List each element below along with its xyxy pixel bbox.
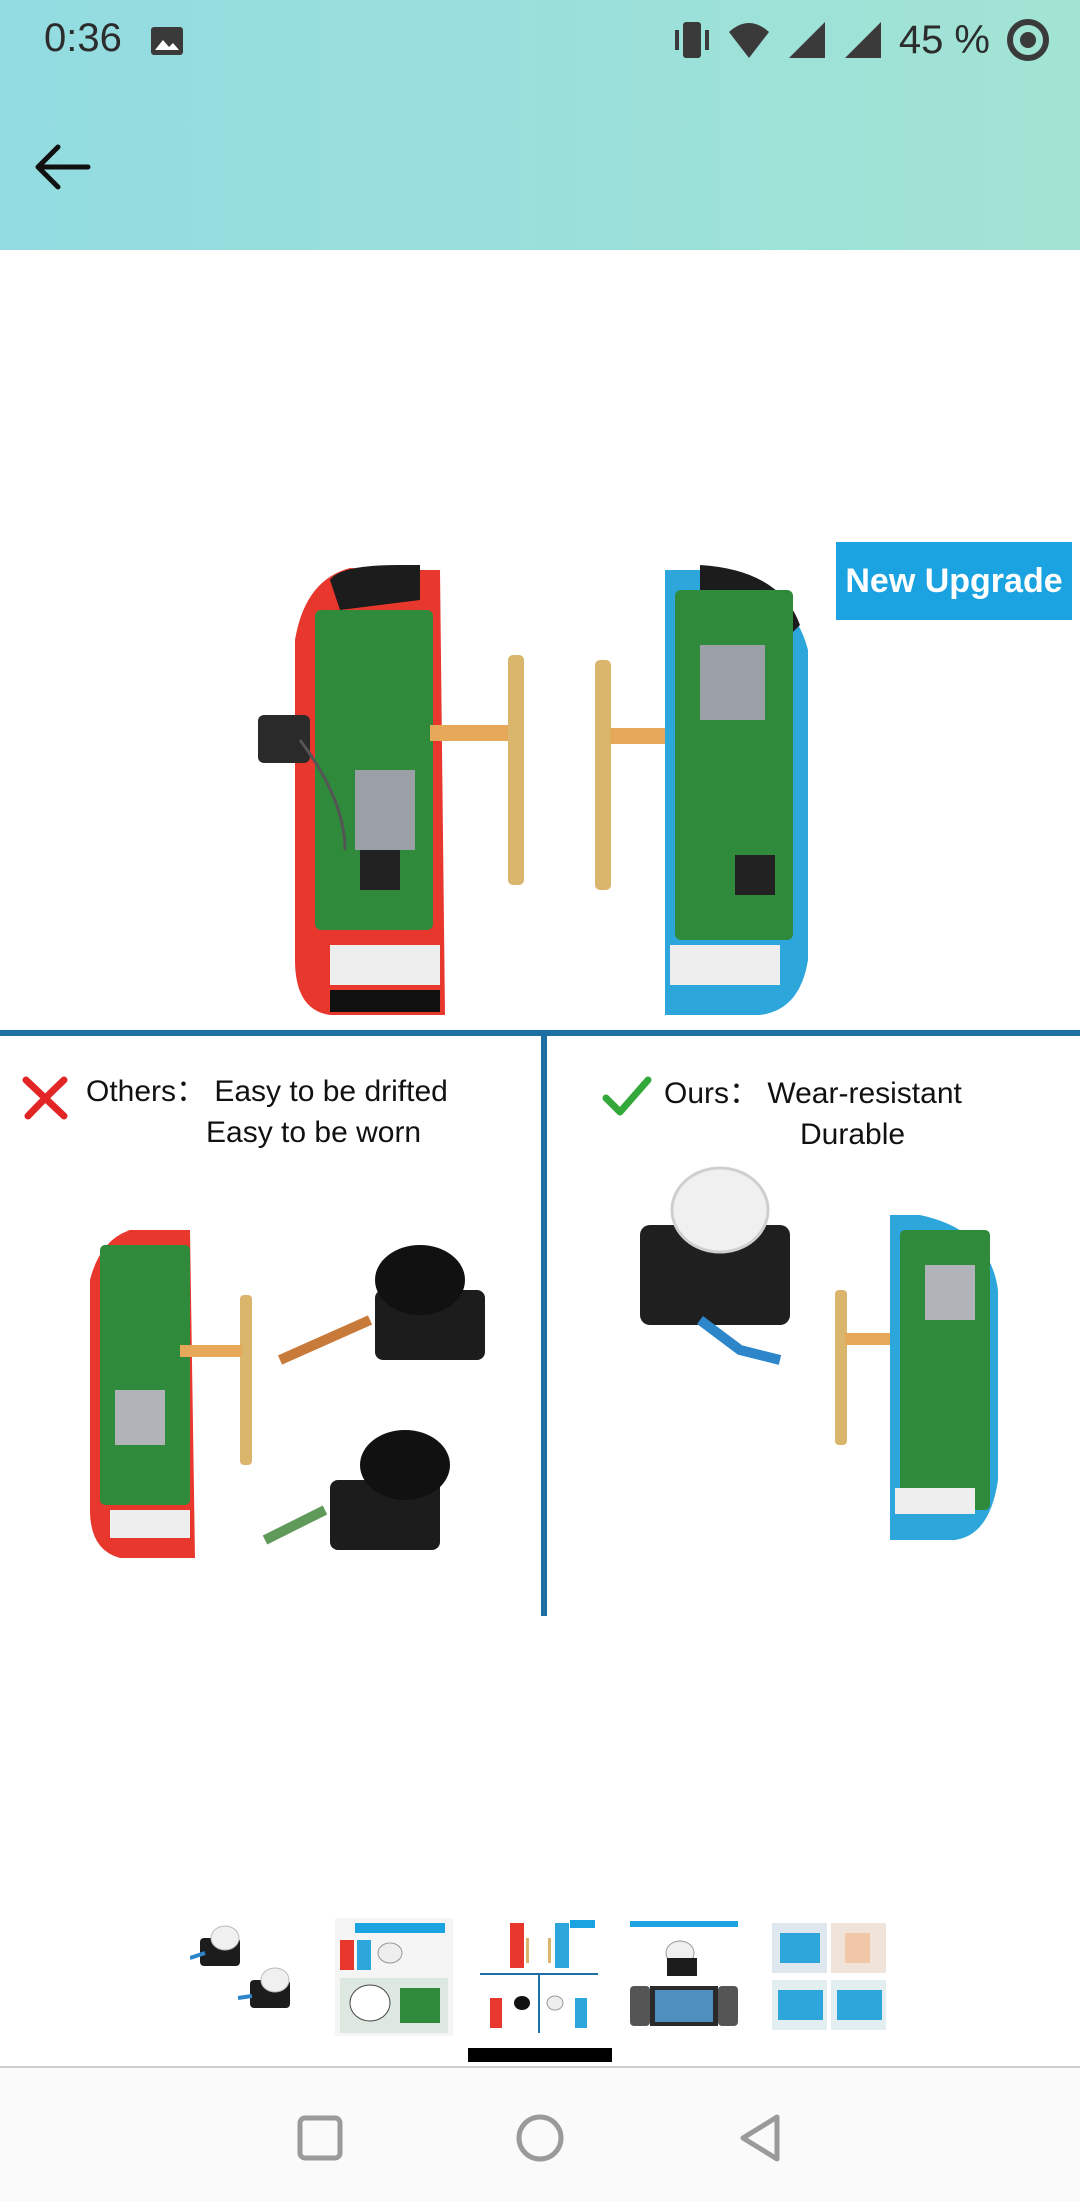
circle-icon: [516, 2114, 564, 2162]
system-nav-bar: [0, 2068, 1080, 2201]
signal-icon-2: [844, 22, 881, 58]
status-time: 0:36: [44, 16, 122, 60]
product-image[interactable]: New Upgrade Others： Easy to be drifted E…: [0, 250, 1080, 1900]
comparison-thumb-image: [480, 1920, 598, 2033]
arrow-left-icon: [35, 144, 91, 190]
wifi-icon: [728, 23, 769, 58]
back-button[interactable]: [30, 135, 94, 199]
thumb-switch-console[interactable]: [625, 1918, 743, 2036]
active-thumbnail-indicator: [468, 2048, 612, 2062]
home-button[interactable]: [510, 2108, 570, 2168]
others-joystick-bottom: [262, 1430, 450, 1550]
ours-label: Ours： Wear-resistant: [664, 1077, 962, 1110]
check-icon: [602, 1076, 652, 1116]
blue-joycon-top: [665, 565, 808, 1015]
gallery-icon: [151, 27, 183, 55]
thumb-joystick-pair[interactable]: [189, 1918, 308, 2036]
triangle-back-icon: [740, 2114, 780, 2162]
thumb-comparison[interactable]: [480, 1918, 598, 2036]
status-icons: 45 %: [673, 14, 1050, 66]
product-illustration: [90, 565, 998, 1558]
ours-joystick: [640, 1166, 790, 1365]
back-nav-button[interactable]: [730, 2108, 790, 2168]
battery-percentage: 45 %: [898, 17, 990, 62]
installation-thumb-image: [340, 1923, 448, 2033]
battery-saver-icon: [1007, 19, 1049, 61]
switch-console-thumb-image: [630, 1921, 738, 2026]
thumb-installation[interactable]: [335, 1918, 453, 2036]
recents-button[interactable]: [290, 2108, 350, 2168]
nav-separator: [0, 2066, 1080, 2068]
repair-steps-thumb-image: [772, 1923, 886, 2030]
horizontal-divider: [0, 1030, 1080, 1036]
status-bar: 0:36 45 %: [0, 0, 1080, 80]
ours-label-line2: Durable: [800, 1118, 906, 1151]
square-icon: [297, 2115, 343, 2161]
vibrate-icon: [674, 22, 709, 58]
others-label: Others： Easy to be drifted: [86, 1075, 448, 1108]
vertical-divider: [541, 1036, 547, 1616]
others-label-line2: Easy to be worn: [206, 1116, 422, 1149]
others-joycon: [90, 1230, 252, 1558]
signal-icon: [788, 22, 825, 58]
sl-sr-rail-left: [430, 655, 524, 885]
app-header: 0:36 45 %: [0, 0, 1080, 250]
joystick-pair-thumb-image: [189, 1925, 290, 2008]
ours-joycon: [835, 1215, 998, 1540]
others-joystick-top: [277, 1245, 485, 1365]
cross-icon: [22, 1076, 68, 1120]
thumbnail-strip: [189, 1918, 890, 2036]
red-joycon-top: [258, 565, 445, 1015]
thumb-repair-steps[interactable]: [770, 1918, 888, 2036]
new-upgrade-badge: New Upgrade: [836, 542, 1072, 620]
